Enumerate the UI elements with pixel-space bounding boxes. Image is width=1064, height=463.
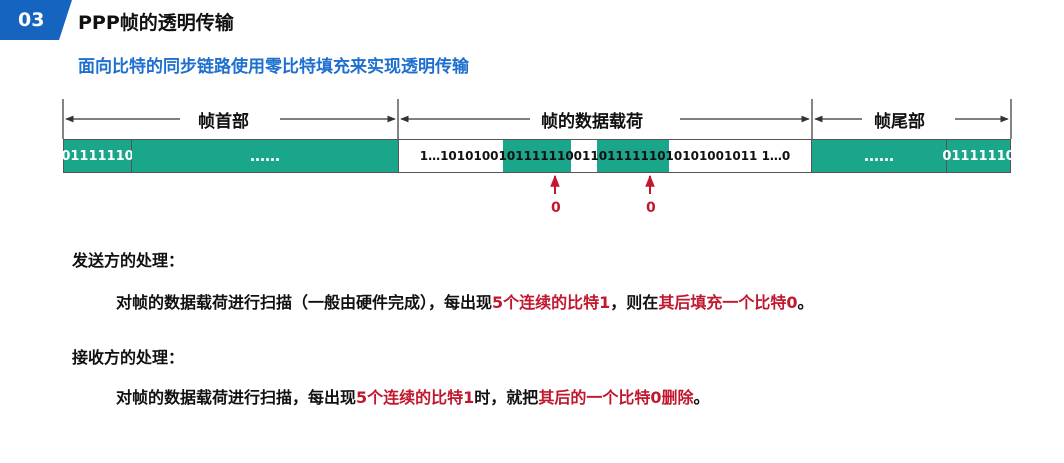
sender-heading: 发送方的处理：: [72, 251, 185, 270]
sender-description: 对帧的数据载荷进行扫描（一般由硬件完成），每出现5个连续的比特1，则在其后填充一…: [116, 293, 814, 312]
stuffed-run-highlight-1: [503, 140, 571, 172]
stuffed-bit-label-2: 0: [646, 200, 656, 216]
payload-bits: 1…10101001011111100110111111010101001011…: [419, 149, 791, 163]
page-title: PPP帧的透明传输: [78, 12, 234, 34]
frame-header-label: 帧首部: [192, 107, 255, 132]
ppp-frame: 01111110 …… 1…10101001011111100110111111…: [61, 139, 1015, 173]
frame-trailer-label: 帧尾部: [868, 107, 931, 132]
stuffed-bit-arrows: [550, 174, 655, 194]
stuffed-run-highlight-2: [597, 140, 669, 172]
payload-cell: 1…10101001011111100110111111010101001011…: [398, 140, 812, 172]
frame-payload-label: 帧的数据载荷: [535, 107, 649, 132]
trailer-fill-cell: ……: [812, 140, 946, 172]
receiver-heading: 接收方的处理：: [72, 348, 185, 367]
receiver-description: 对帧的数据载荷进行扫描，每出现5个连续的比特1时，就把其后的一个比特0删除。: [116, 388, 710, 407]
start-flag-cell: 01111110: [61, 140, 134, 172]
page-subtitle: 面向比特的同步链路使用零比特填充来实现透明传输: [78, 57, 469, 77]
stuffed-bit-label-1: 0: [551, 200, 561, 216]
frame-dimension-lines: [62, 99, 1012, 139]
end-flag-cell: 01111110: [942, 140, 1015, 172]
section-number-badge: 03: [0, 0, 72, 40]
header-fill-cell: ……: [132, 140, 398, 172]
